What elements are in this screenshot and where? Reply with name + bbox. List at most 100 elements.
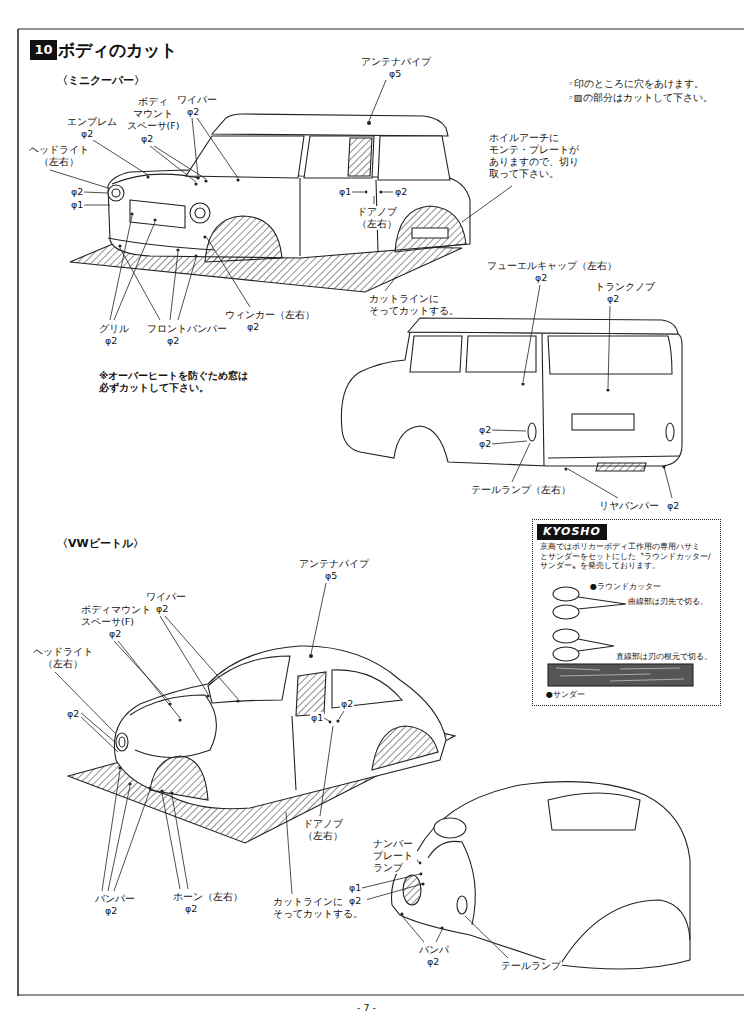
beetle-rear-figure-part	[457, 896, 467, 914]
hole-size: φ2	[606, 293, 620, 305]
hole-size: φ2	[478, 424, 492, 436]
brand-name: KYOSHO	[542, 525, 602, 539]
hole-marks-part	[606, 388, 609, 391]
hole-marks-part	[194, 254, 197, 257]
mini-rear-figure-part	[596, 463, 646, 471]
mini-front-figure-part	[395, 206, 466, 252]
hole-size: φ2	[155, 603, 169, 615]
hole-marks-part	[148, 786, 151, 789]
note: ◦▨の部分はカットして下さい。	[567, 92, 714, 104]
hole-size: φ2	[394, 186, 408, 198]
mini-front-figure-part	[412, 228, 448, 238]
mini-front-figure-part	[205, 216, 282, 262]
part-name: アンテナパイプ	[298, 558, 370, 570]
mini-rear-figure-part	[666, 423, 674, 441]
mini-rear-figure	[341, 318, 682, 471]
part-name: バンパー	[94, 893, 136, 905]
page-frame-part	[18, 995, 744, 996]
usage-note: 直線部は刃の根元で切る。	[615, 652, 713, 662]
step-number-box: 10	[30, 40, 57, 60]
leader-lines-part	[50, 80, 512, 320]
hole-marks-part	[365, 191, 368, 194]
mini-front-figure-part	[212, 114, 448, 136]
page-number: - 7 -	[356, 1002, 377, 1014]
hole-marks-part	[206, 694, 209, 697]
hole-size: φ5	[388, 68, 402, 80]
tool-illustration-part	[578, 597, 626, 609]
hole-marks-part	[153, 218, 156, 221]
note: カットラインに そってカットする。	[368, 293, 463, 317]
hole-size: φ2	[80, 128, 94, 140]
hole-marks-part	[379, 190, 382, 193]
hole-size: φ1	[70, 199, 84, 211]
part-name: グリル	[98, 323, 130, 335]
hole-marks-part	[194, 182, 197, 185]
hole-marks-part	[236, 178, 239, 181]
part-name: ボディマウント スペーサ(F)	[80, 604, 155, 628]
brand-logo: KYOSHO	[537, 524, 607, 540]
hole-size: φ2	[166, 335, 180, 347]
hole-size: φ1	[348, 882, 362, 894]
usage-note: 曲線部は刃先で切る。	[627, 597, 709, 607]
hole-marks-part	[421, 882, 424, 885]
page-frame-part	[17, 29, 19, 996]
hole-size: φ2	[348, 895, 362, 907]
section-heading: 〈VWビートル〉	[56, 537, 145, 551]
hole-size: φ2	[186, 106, 200, 118]
mini-rear-figure-part	[410, 336, 462, 372]
hole-marks-part	[118, 766, 121, 769]
mini-rear-figure-part	[528, 423, 536, 441]
beetle-rear-figure-part	[560, 900, 690, 965]
part-name: ホーン（左右）	[172, 891, 244, 903]
hole-marks-part	[336, 719, 339, 722]
mini-rear-figure-part	[548, 336, 672, 374]
part-name: アンテナパイプ	[360, 56, 432, 68]
beetle-front-figure-part	[119, 737, 125, 747]
beetle-front-figure-part	[114, 646, 446, 809]
mini-front-figure-part	[108, 170, 470, 258]
hole-marks-part	[178, 718, 181, 721]
part-name: フロントバンパー	[146, 323, 228, 335]
part-name: ワイパー	[176, 94, 218, 106]
part-name: ドアノブ （左右）	[300, 818, 345, 842]
part-name: ヘッドライト （左右）	[26, 144, 91, 168]
tool-name: ●サンダー	[545, 690, 586, 700]
mini-rear-figure-part	[408, 318, 678, 334]
step-number: 10	[33, 42, 53, 58]
beetle-front-figure-part	[296, 672, 326, 716]
leader-lines-part	[492, 285, 672, 498]
hole-marks-part	[203, 235, 206, 238]
hole-marks-part	[160, 789, 163, 792]
hole-size: φ2	[340, 698, 354, 710]
hole-marks-part	[521, 382, 524, 385]
tool-name: ●ラウンドカッター	[589, 582, 662, 592]
part-name: ドアノブ （左右）	[354, 206, 399, 230]
hole-marks-part	[170, 791, 173, 794]
mini-front-figure-part	[186, 136, 304, 178]
beetle-rear-figure-part	[434, 818, 466, 838]
page-frame-part	[18, 29, 744, 30]
hole-size: φ2	[534, 272, 548, 284]
part-name: ウィンカー（左右）	[224, 309, 316, 321]
hole-size: φ2	[108, 628, 122, 640]
hole-marks-part	[196, 176, 199, 179]
hole-marks-part	[130, 212, 133, 215]
mini-rear-figure-part	[548, 456, 680, 458]
product-description: 京商ではポリカーボディ工作用の専用ハサミ とサンダーをセットにした〝ラウンドカッ…	[539, 542, 715, 571]
part-name: フューエルキャップ（左右）	[486, 260, 618, 272]
hole-marks	[118, 121, 665, 930]
beetle-front-figure	[68, 646, 455, 843]
hole-marks-part	[662, 465, 665, 468]
hole-size: φ2	[66, 708, 80, 720]
hole-size: φ2	[104, 905, 118, 917]
hole-marks-part	[419, 862, 422, 865]
product-info-box: 京商ではポリカーボディ工作用の専用ハサミ とサンダーをセットにした〝ラウンドカッ…	[532, 519, 721, 706]
tool-illustration-part	[553, 647, 579, 661]
hole-marks-part	[309, 654, 313, 658]
tool-illustration-part	[553, 629, 579, 643]
tool-illustration-part	[548, 664, 693, 686]
hole-size: φ2	[426, 956, 440, 968]
tool-illustration-part	[553, 605, 579, 619]
beetle-front-figure-part	[116, 733, 128, 751]
